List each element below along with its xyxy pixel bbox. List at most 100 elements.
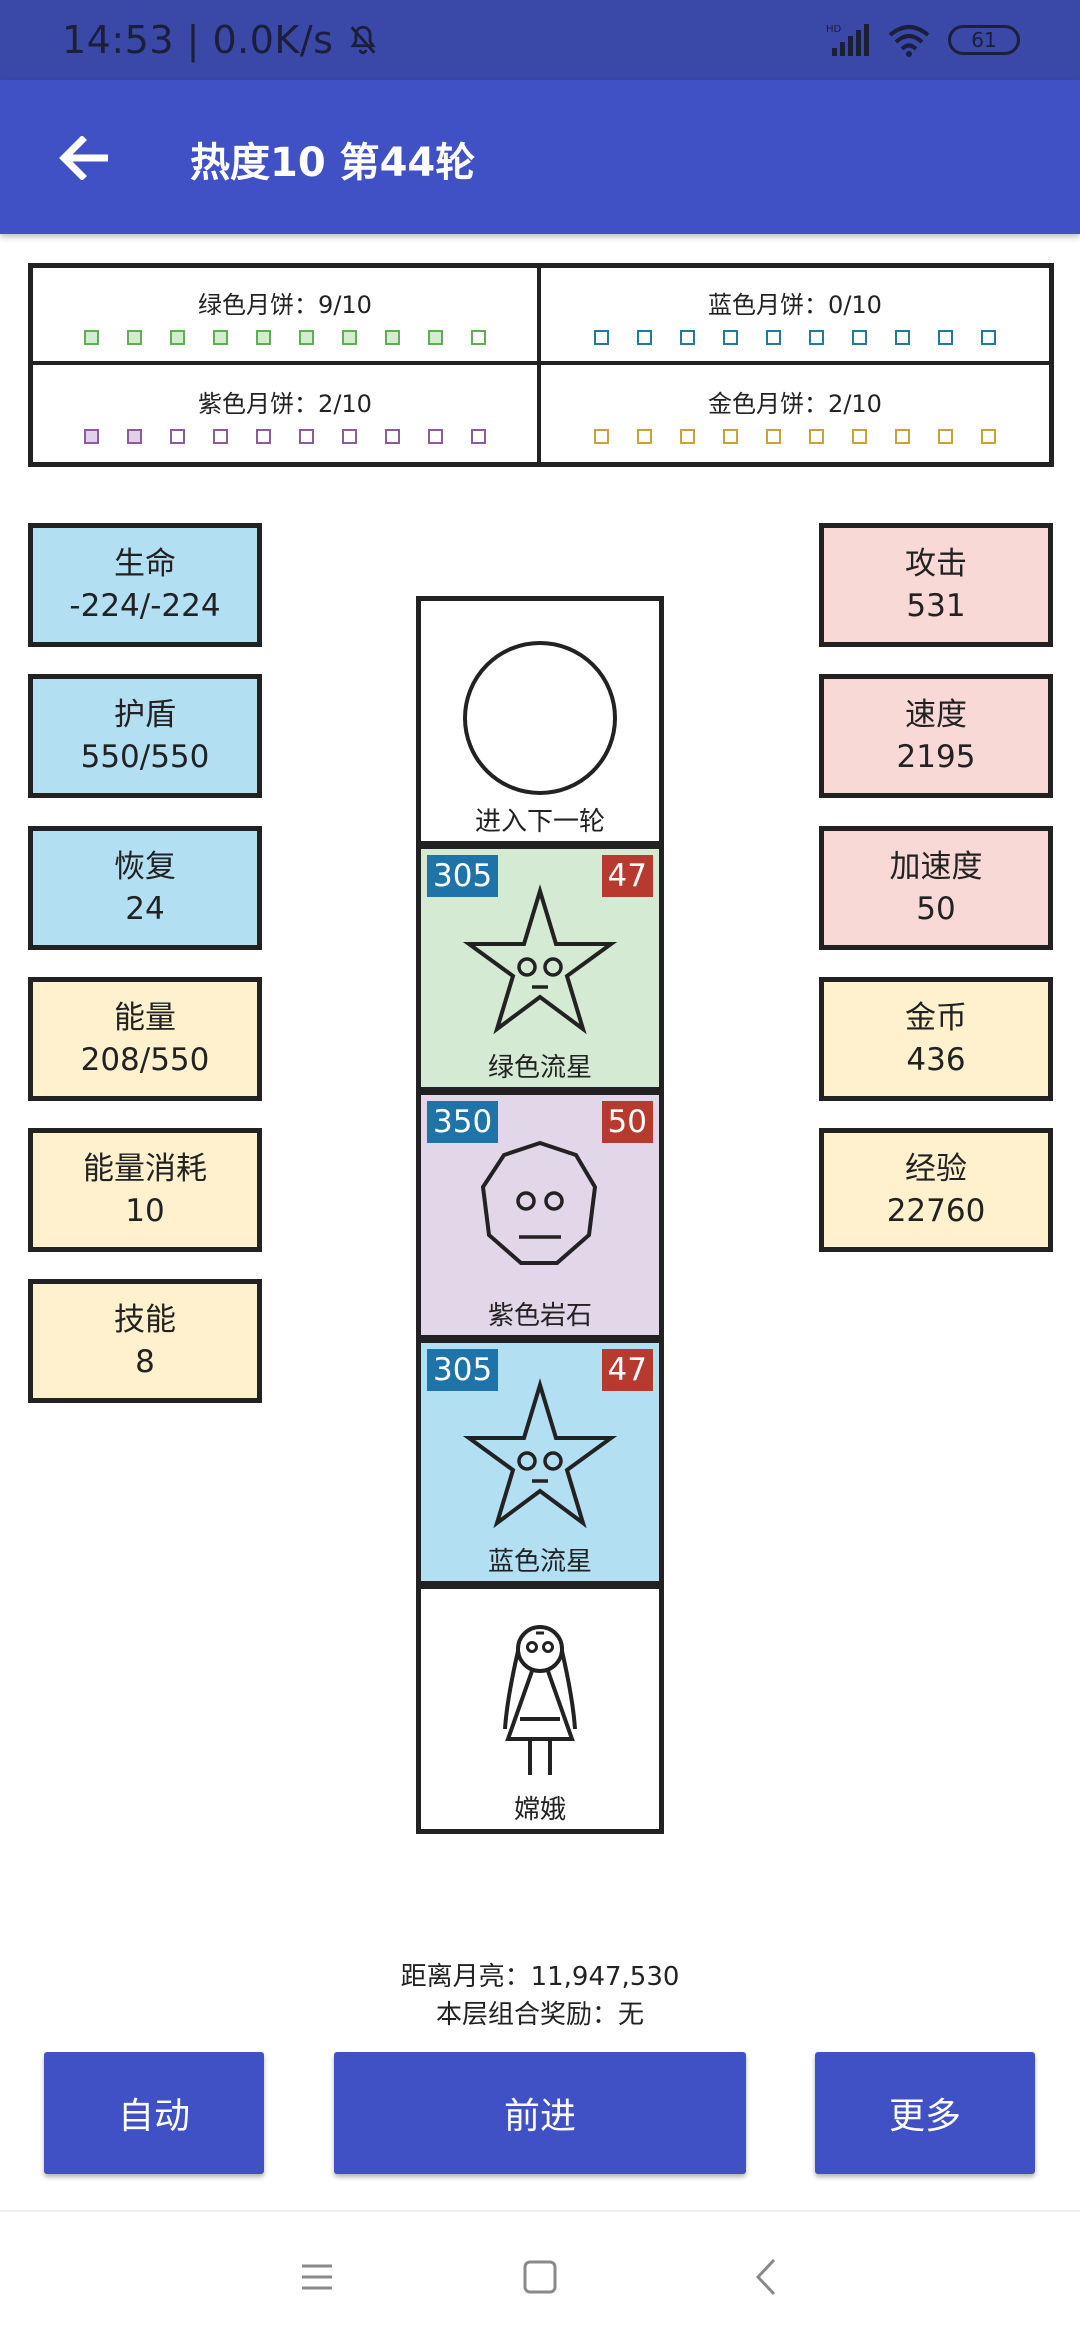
battery-icon: 61	[948, 25, 1020, 55]
girl-figure-icon	[503, 1625, 577, 1775]
mooncake-square-empty	[809, 428, 824, 444]
mooncake-square-empty	[895, 329, 910, 345]
enemy-name: 绿色流星	[487, 1053, 592, 1083]
mooncake-square-filled	[299, 329, 314, 345]
back-arrow-icon	[59, 136, 108, 180]
forward-button[interactable]: 前进	[334, 2052, 746, 2174]
mooncake-squares	[84, 329, 486, 345]
stat-regen: 恢复 24	[28, 826, 262, 950]
mooncake-label: 紫色月饼：2/10	[198, 389, 372, 418]
mooncake-square-empty	[938, 329, 953, 345]
menu-icon[interactable]	[292, 2252, 342, 2302]
enemy-hp-badge: 305	[427, 1349, 499, 1391]
stat-name: 护盾	[114, 697, 176, 733]
status-icons: HD 61	[826, 20, 1020, 60]
mooncake-square-empty	[766, 329, 781, 345]
stat-energy-cost: 能量消耗 10	[28, 1128, 262, 1252]
tile-next-round[interactable]: 进入下一轮	[416, 596, 664, 846]
stat-value: 50	[916, 891, 956, 927]
mooncake-cell-blue: 蓝色月饼：0/10	[541, 268, 1049, 365]
enemy-attack-badge: 50	[601, 1101, 653, 1143]
back-icon[interactable]	[742, 2252, 792, 2302]
stat-shield: 护盾 550/550	[28, 674, 262, 798]
mooncake-square-empty	[680, 428, 695, 444]
mooncake-square-empty	[723, 329, 738, 345]
app-bar: 热度10 第44轮	[0, 80, 1080, 234]
stat-name: 金币	[905, 1000, 967, 1036]
mooncake-square-empty	[852, 428, 867, 444]
stat-name: 攻击	[905, 546, 967, 582]
mooncake-square-empty	[852, 329, 867, 345]
back-button[interactable]	[48, 122, 120, 194]
stat-value: -224/-224	[69, 588, 221, 624]
svg-text:HD: HD	[826, 24, 842, 35]
stat-value: 436	[906, 1042, 966, 1078]
tile-enemy-green-meteor[interactable]: 305 47 绿色流星	[416, 844, 664, 1092]
mooncake-square-empty	[637, 329, 652, 345]
mooncake-label: 金色月饼：2/10	[708, 389, 882, 418]
mooncake-square-empty	[170, 428, 185, 444]
stat-gold: 金币 436	[819, 977, 1053, 1101]
stat-name: 能量	[114, 1000, 176, 1036]
mooncake-cell-gold: 金色月饼：2/10	[541, 365, 1049, 462]
system-nav-bar	[0, 2210, 1080, 2340]
enemy-hp-badge: 350	[427, 1101, 499, 1143]
enemy-name: 蓝色流星	[487, 1547, 592, 1577]
mooncake-square-filled	[428, 329, 443, 345]
stat-value: 531	[906, 588, 966, 624]
enemy-attack-badge: 47	[601, 1349, 653, 1391]
mooncake-square-empty	[471, 329, 486, 345]
stat-acceleration: 加速度 50	[819, 826, 1053, 950]
mooncake-square-filled	[213, 329, 228, 345]
mooncake-square-filled	[170, 329, 185, 345]
mooncake-squares	[84, 428, 486, 444]
enemy-name: 紫色岩石	[487, 1301, 592, 1331]
mooncake-square-empty	[981, 329, 996, 345]
floor-combo-reward: 本层组合奖励：无	[435, 2000, 644, 2030]
stat-name: 速度	[905, 697, 967, 733]
home-icon[interactable]	[515, 2252, 565, 2302]
mooncake-square-filled	[127, 329, 142, 345]
more-button[interactable]: 更多	[815, 2052, 1035, 2174]
mooncake-square-empty	[809, 329, 824, 345]
mooncake-progress-grid: 绿色月饼：9/10 蓝色月饼：0/10 紫色月饼：2/10 金色月饼：2/10	[28, 263, 1054, 467]
star-face-icon	[462, 884, 618, 1035]
mooncake-square-empty	[471, 428, 486, 444]
mooncake-square-empty	[213, 428, 228, 444]
tile-enemy-purple-rock[interactable]: 350 50 紫色岩石	[416, 1090, 664, 1340]
mooncake-square-filled	[127, 428, 142, 444]
mooncake-square-filled	[342, 329, 357, 345]
mooncake-square-filled	[385, 329, 400, 345]
tile-player-change[interactable]: 嫦娥	[416, 1584, 664, 1834]
auto-button[interactable]: 自动	[44, 2052, 264, 2174]
star-face-icon	[462, 1378, 618, 1529]
stat-name: 技能	[114, 1302, 176, 1338]
tile-enemy-blue-meteor[interactable]: 305 47 蓝色流星	[416, 1338, 664, 1586]
moon-circle-icon	[463, 641, 617, 795]
mooncake-square-empty	[680, 329, 695, 345]
battery-level: 61	[971, 28, 997, 52]
mooncake-square-empty	[981, 428, 996, 444]
enemy-attack-badge: 47	[601, 855, 653, 897]
signal-icon: HD	[826, 24, 869, 56]
mooncake-square-filled	[84, 329, 99, 345]
mooncake-square-empty	[895, 428, 910, 444]
mooncake-label: 蓝色月饼：0/10	[708, 290, 882, 319]
mooncake-square-empty	[299, 428, 314, 444]
mooncake-square-empty	[428, 428, 443, 444]
mooncake-square-empty	[594, 428, 609, 444]
stat-value: 2195	[896, 739, 976, 775]
mooncake-square-filled	[84, 428, 99, 444]
mooncake-square-empty	[938, 428, 953, 444]
stat-attack: 攻击 531	[819, 523, 1053, 647]
status-bar: 14:53 | 0.0K/s HD 61	[0, 0, 1080, 80]
stat-name: 生命	[114, 546, 176, 582]
mooncake-square-empty	[256, 428, 271, 444]
mooncake-square-empty	[766, 428, 781, 444]
mooncake-square-filled	[256, 329, 271, 345]
stat-value: 24	[125, 891, 165, 927]
mooncake-cell-purple: 紫色月饼：2/10	[33, 365, 541, 462]
mooncake-square-empty	[637, 428, 652, 444]
stat-value: 8	[135, 1344, 155, 1380]
rock-face-icon	[480, 1140, 598, 1265]
